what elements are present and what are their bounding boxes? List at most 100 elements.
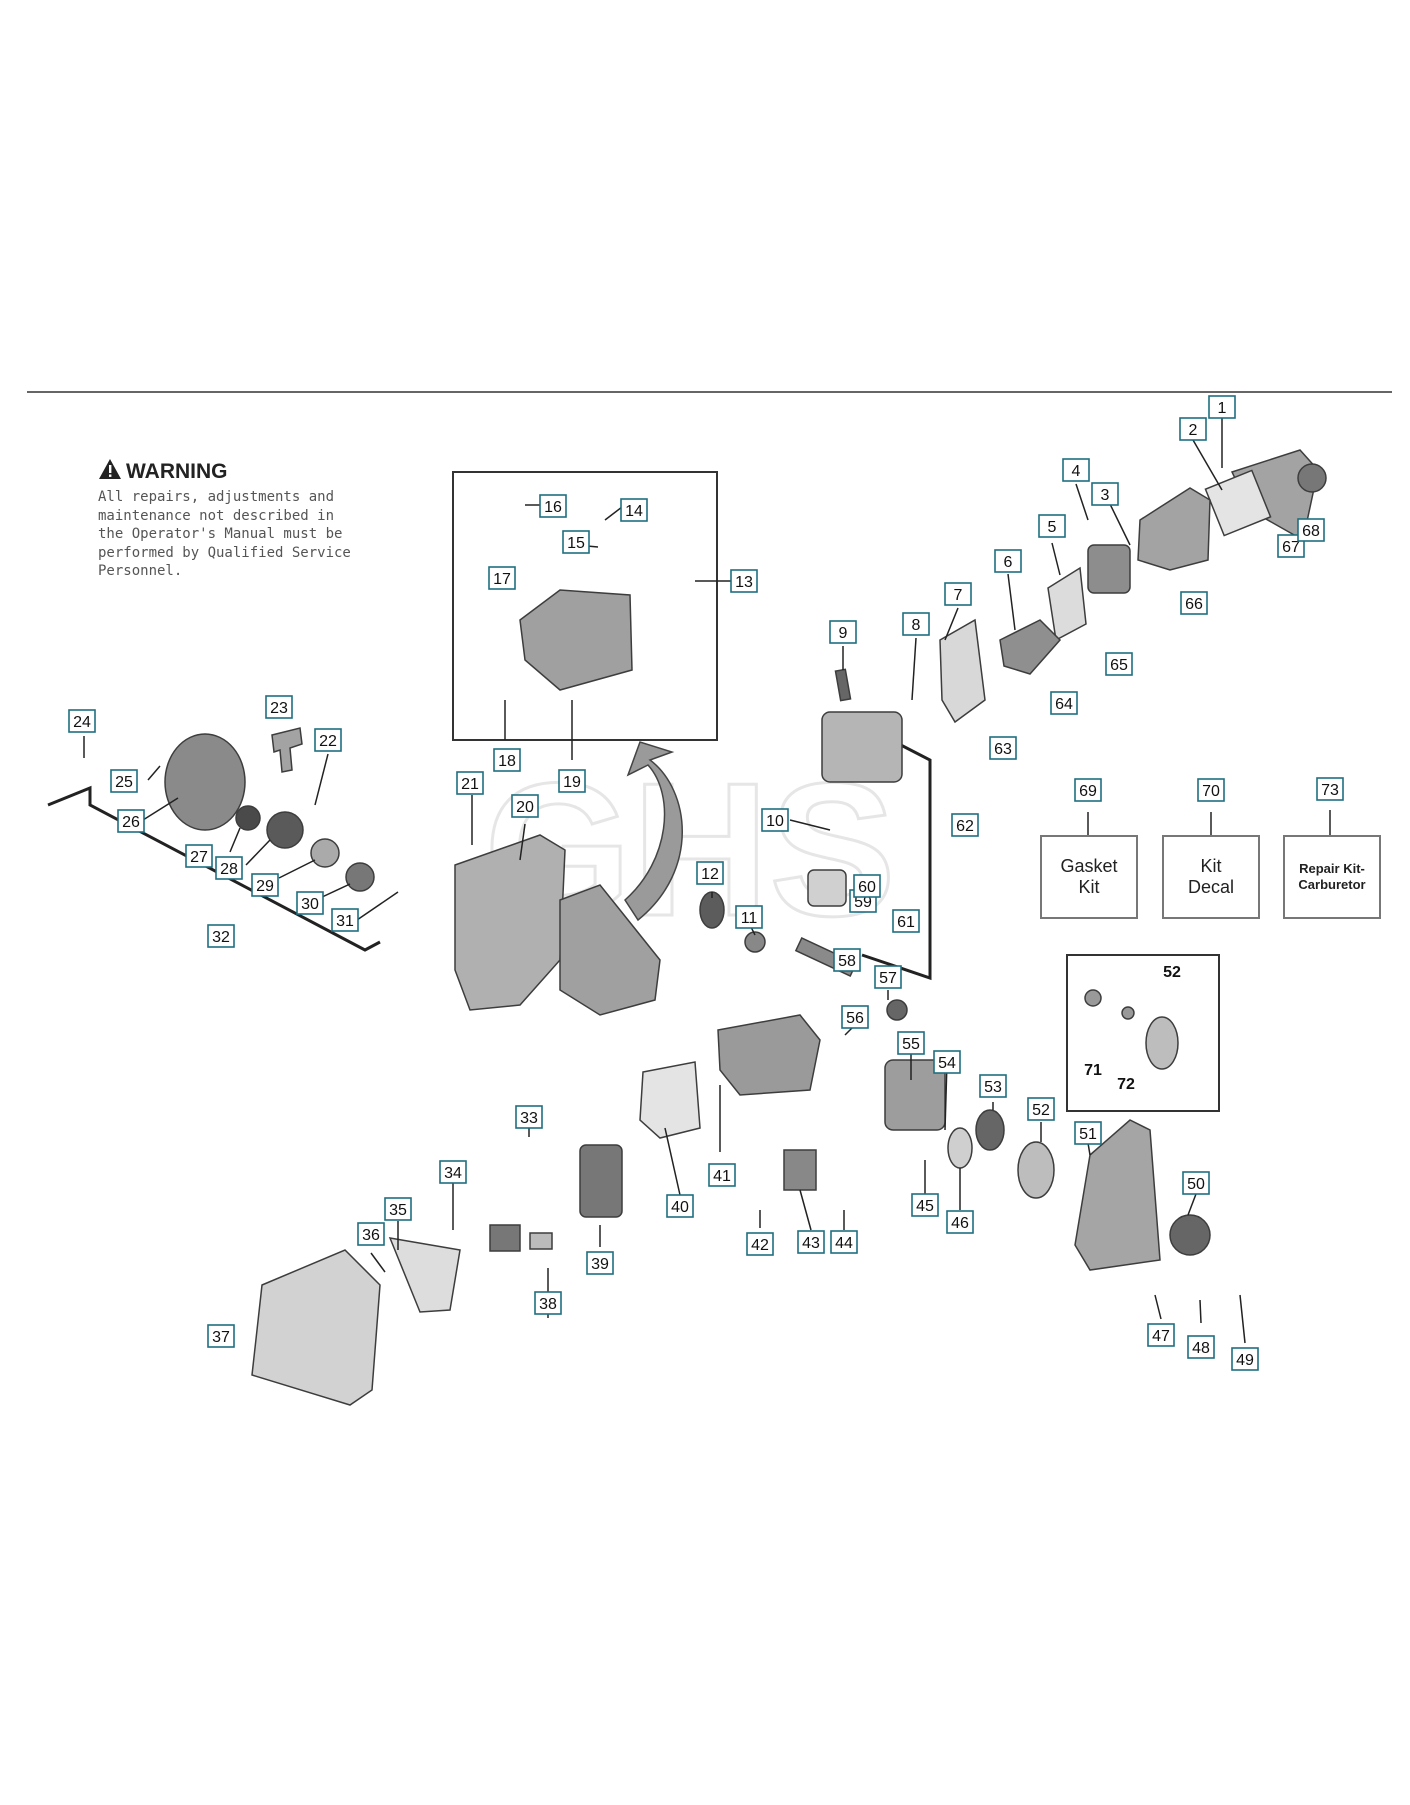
part-callout-41[interactable]: 41 <box>708 1163 736 1187</box>
part-callout-57[interactable]: 57 <box>874 965 902 989</box>
part-callout-51[interactable]: 51 <box>1074 1121 1102 1145</box>
part-callout-52[interactable]: 52 <box>1027 1097 1055 1121</box>
part-callout-55[interactable]: 55 <box>897 1031 925 1055</box>
spring-shape <box>235 805 261 831</box>
callout-box <box>841 1005 869 1029</box>
part-callout-61[interactable]: 61 <box>892 909 920 933</box>
part-callout-2[interactable]: 2 <box>1179 417 1207 441</box>
part-callout-7[interactable]: 7 <box>944 582 972 606</box>
part-callout-42[interactable]: 42 <box>746 1232 774 1256</box>
callout-box <box>735 905 763 929</box>
callout-number: 73 <box>1321 782 1339 799</box>
part-callout-5[interactable]: 5 <box>1038 514 1066 538</box>
part-callout-15[interactable]: 15 <box>562 530 590 554</box>
callout-number: 10 <box>766 813 784 830</box>
part-callout-56[interactable]: 56 <box>841 1005 869 1029</box>
callout-layer: 1234567891011121314151617181920212223242… <box>68 395 1344 1371</box>
part-callout-16[interactable]: 16 <box>539 494 567 518</box>
part-callout-65[interactable]: 65 <box>1105 652 1133 676</box>
part-callout-8[interactable]: 8 <box>902 612 930 636</box>
part-callout-50[interactable]: 50 <box>1182 1171 1210 1195</box>
inset-callout-71[interactable]: 71 <box>1084 1062 1102 1079</box>
part-callout-27[interactable]: 27 <box>185 844 213 868</box>
part-callout-44[interactable]: 44 <box>830 1230 858 1254</box>
part-callout-48[interactable]: 48 <box>1187 1335 1215 1359</box>
part-callout-11[interactable]: 11 <box>735 905 763 929</box>
gasket-kit-box[interactable]: Gasket Kit <box>1040 835 1138 919</box>
callout-box <box>897 1031 925 1055</box>
callout-box <box>1062 458 1090 482</box>
part-callout-6[interactable]: 6 <box>994 549 1022 573</box>
part-callout-34[interactable]: 34 <box>439 1160 467 1184</box>
part-callout-31[interactable]: 31 <box>331 908 359 932</box>
part-callout-12[interactable]: 12 <box>696 861 724 885</box>
kit-callout-69[interactable]: 69 <box>1074 778 1102 802</box>
part-callout-62[interactable]: 62 <box>951 813 979 837</box>
part-callout-39[interactable]: 39 <box>586 1251 614 1275</box>
part-callout-43[interactable]: 43 <box>797 1230 825 1254</box>
part-callout-49[interactable]: 49 <box>1231 1347 1259 1371</box>
callout-box <box>979 1074 1007 1098</box>
kit-callout-70[interactable]: 70 <box>1197 778 1225 802</box>
callout-number: 12 <box>701 866 719 883</box>
part-callout-26[interactable]: 26 <box>117 809 145 833</box>
inset-callout-72[interactable]: 72 <box>1117 1076 1135 1093</box>
part-callout-20[interactable]: 20 <box>511 794 539 818</box>
part-callout-32[interactable]: 32 <box>207 924 235 948</box>
part-callout-45[interactable]: 45 <box>911 1193 939 1217</box>
part-callout-30[interactable]: 30 <box>296 891 324 915</box>
output-bearing-shape <box>1169 1214 1211 1256</box>
part-callout-28[interactable]: 28 <box>215 856 243 880</box>
part-callout-25[interactable]: 25 <box>110 769 138 793</box>
part-callout-24[interactable]: 24 <box>68 709 96 733</box>
part-callout-13[interactable]: 13 <box>730 569 758 593</box>
part-callout-19[interactable]: 19 <box>558 769 586 793</box>
callout-box <box>251 873 279 897</box>
part-callout-46[interactable]: 46 <box>946 1210 974 1234</box>
part-callout-35[interactable]: 35 <box>384 1197 412 1221</box>
flywheel-shape <box>884 1059 946 1131</box>
part-callout-38[interactable]: 38 <box>534 1291 562 1315</box>
callout-number: 58 <box>838 953 856 970</box>
part-callout-53[interactable]: 53 <box>979 1074 1007 1098</box>
part-callout-1[interactable]: 1 <box>1208 395 1236 419</box>
carburetor-repair-kit-box[interactable]: Repair Kit- Carburetor <box>1283 835 1381 919</box>
part-callout-22[interactable]: 22 <box>314 728 342 752</box>
part-callout-23[interactable]: 23 <box>265 695 293 719</box>
part-callout-68[interactable]: 68 <box>1297 518 1325 542</box>
part-callout-18[interactable]: 18 <box>493 748 521 772</box>
callout-number: 39 <box>591 1256 609 1273</box>
callout-box <box>708 1163 736 1187</box>
part-callout-64[interactable]: 64 <box>1050 691 1078 715</box>
part-callout-4[interactable]: 4 <box>1062 458 1090 482</box>
part-callout-29[interactable]: 29 <box>251 873 279 897</box>
callout-number: 61 <box>897 914 915 931</box>
callout-number: 37 <box>212 1329 230 1346</box>
callout-number: 30 <box>301 896 319 913</box>
callout-box <box>1074 778 1102 802</box>
part-callout-33[interactable]: 33 <box>515 1105 543 1129</box>
part-callout-17[interactable]: 17 <box>488 566 516 590</box>
part-callout-66[interactable]: 66 <box>1180 591 1208 615</box>
part-callout-10[interactable]: 10 <box>761 808 789 832</box>
part-callout-9[interactable]: 9 <box>829 620 857 644</box>
part-callout-58[interactable]: 58 <box>833 948 861 972</box>
part-callout-36[interactable]: 36 <box>357 1222 385 1246</box>
callout-number: 21 <box>461 776 479 793</box>
callout-box <box>110 769 138 793</box>
part-callout-14[interactable]: 14 <box>620 498 648 522</box>
part-callout-3[interactable]: 3 <box>1091 482 1119 506</box>
kit-callout-73[interactable]: 73 <box>1316 777 1344 801</box>
inset-callout-52[interactable]: 52 <box>1163 964 1181 981</box>
part-callout-54[interactable]: 54 <box>933 1050 961 1074</box>
callout-box <box>620 498 648 522</box>
callout-number: 3 <box>1101 487 1110 504</box>
kit-decal-box[interactable]: Kit Decal <box>1162 835 1260 919</box>
part-callout-47[interactable]: 47 <box>1147 1323 1175 1347</box>
part-callout-63[interactable]: 63 <box>989 736 1017 760</box>
part-callout-40[interactable]: 40 <box>666 1194 694 1218</box>
clutch-inset-frame <box>1066 954 1220 1112</box>
part-callout-37[interactable]: 37 <box>207 1324 235 1348</box>
part-callout-60[interactable]: 60 <box>853 874 881 898</box>
part-callout-21[interactable]: 21 <box>456 771 484 795</box>
